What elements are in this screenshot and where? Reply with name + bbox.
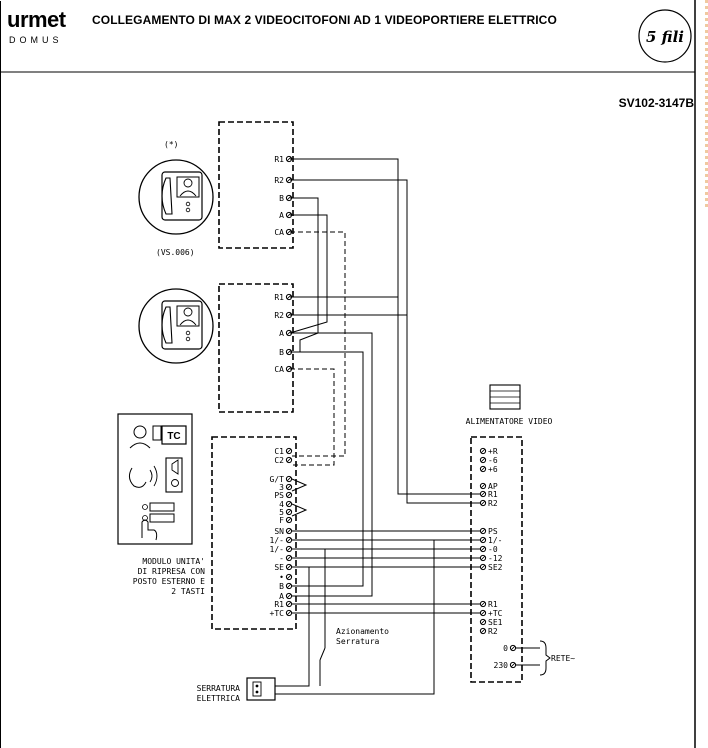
terminal-label: +TC bbox=[488, 609, 503, 618]
wire-ca-m2 bbox=[290, 368, 335, 466]
terminal-label: SE1 bbox=[488, 618, 503, 627]
terminal-label: +6 bbox=[488, 465, 498, 474]
terminal-label: • bbox=[279, 573, 284, 582]
terminal-label: 5 bbox=[279, 508, 284, 517]
terminal-label: G/T bbox=[270, 475, 285, 484]
terminal-label: PS bbox=[274, 491, 284, 500]
page-title: COLLEGAMENTO DI MAX 2 VIDEOCITOFONI AD 1… bbox=[92, 13, 557, 27]
terminal-label: 3 bbox=[279, 483, 284, 492]
brand-subtitle: DOMUS bbox=[9, 35, 63, 45]
terminal-label: R2 bbox=[274, 176, 284, 185]
monitor1-model: (VS.006) bbox=[156, 248, 195, 257]
terminal-label: R2 bbox=[488, 627, 498, 636]
terminal-label: A bbox=[279, 592, 284, 601]
brand-logo: urmet bbox=[7, 7, 66, 32]
monitor1-note: (*) bbox=[164, 140, 178, 149]
terminal-label: R2 bbox=[274, 311, 284, 320]
electric-lock-icon bbox=[246, 677, 276, 701]
lock-switch-label-1: Azionamento bbox=[336, 627, 389, 636]
terminal-label: 0 bbox=[503, 644, 508, 653]
power-supply-title: ALIMENTATORE VIDEO bbox=[466, 417, 553, 426]
camera-desc-2: DI RIPRESA CON bbox=[138, 567, 206, 576]
wires bbox=[275, 158, 540, 695]
terminal-label: +R bbox=[488, 447, 498, 456]
mains-brace bbox=[539, 640, 551, 676]
camera-desc-1: MODULO UNITA' bbox=[142, 557, 205, 566]
diagram-code: SV102-3147B bbox=[618, 96, 694, 110]
wire-b-cam bbox=[290, 351, 364, 587]
tc-label: TC bbox=[167, 431, 180, 442]
terminal-label: B bbox=[279, 582, 284, 591]
terminal-label: R1 bbox=[274, 293, 284, 302]
terminal-label: 230 bbox=[494, 661, 509, 670]
terminal-label: F bbox=[279, 516, 284, 525]
terminal-label: A bbox=[279, 211, 284, 220]
terminal-label: -12 bbox=[488, 554, 503, 563]
terminal-label: +TC bbox=[270, 609, 285, 618]
terminal-label: R1 bbox=[274, 155, 284, 164]
terminal-label: SE2 bbox=[488, 563, 503, 572]
monitor2-box bbox=[218, 283, 294, 413]
terminal-label: -6 bbox=[488, 456, 498, 465]
terminal-label: - bbox=[279, 554, 284, 563]
terminal-label: SN bbox=[274, 527, 284, 536]
terminal-label: A bbox=[279, 329, 284, 338]
terminal-label: B bbox=[279, 348, 284, 357]
wire-4-f bbox=[291, 503, 308, 517]
power-supply-box bbox=[470, 436, 523, 683]
wire-ca-m1 bbox=[290, 231, 346, 457]
lock-switch-label-2: Serratura bbox=[336, 637, 380, 646]
terminal-label: R1 bbox=[274, 600, 284, 609]
terminal-label: R1 bbox=[488, 600, 498, 609]
terminal-label: 1/- bbox=[270, 536, 284, 545]
badge-text: 5 fili bbox=[646, 28, 684, 46]
terminal-label: C2 bbox=[274, 456, 284, 465]
terminal-label: R2 bbox=[488, 499, 498, 508]
lock-label-1: SERRATURA bbox=[197, 684, 241, 693]
terminal-label: 1/- bbox=[488, 536, 502, 545]
monitor1-box bbox=[218, 121, 294, 249]
wire-m1-a bbox=[289, 214, 328, 334]
wire-lock-b bbox=[275, 540, 435, 695]
camera-desc-3: POSTO ESTERNO E bbox=[133, 577, 205, 586]
terminal-label: 1/- bbox=[270, 545, 284, 554]
terminal-label: R1 bbox=[488, 490, 498, 499]
terminal-label: SE bbox=[274, 563, 284, 572]
monitor1-icon bbox=[138, 159, 214, 235]
power-supply-icon bbox=[489, 384, 521, 410]
terminal-label: -0 bbox=[488, 545, 498, 554]
terminal-label: 4 bbox=[279, 500, 284, 509]
wire-gt-ps bbox=[291, 478, 308, 492]
side-margin-mark bbox=[705, 0, 708, 210]
lock-switch bbox=[319, 647, 326, 661]
terminal-label: AP bbox=[488, 482, 498, 491]
terminal-label: PS bbox=[488, 527, 498, 536]
lock-label-2: ELETTRICA bbox=[197, 694, 241, 703]
camera-desc-4: 2 TASTI bbox=[171, 587, 205, 596]
monitor2-icon bbox=[138, 288, 214, 364]
terminal-label: C1 bbox=[274, 447, 284, 456]
badge-5-fili: 5 fili bbox=[638, 9, 692, 63]
wire-lock-a bbox=[275, 566, 310, 687]
camera-unit-box bbox=[211, 436, 297, 630]
terminal-label: CA bbox=[274, 365, 284, 374]
wire-r2-main bbox=[290, 179, 480, 504]
terminal-label: B bbox=[279, 194, 284, 203]
terminal-label: CA bbox=[274, 228, 284, 237]
wire-a-cam bbox=[290, 332, 373, 597]
mains-label: RETE~ bbox=[551, 654, 575, 663]
camera-unit-icon: TC bbox=[117, 413, 193, 545]
wire-r1-main bbox=[290, 158, 480, 495]
